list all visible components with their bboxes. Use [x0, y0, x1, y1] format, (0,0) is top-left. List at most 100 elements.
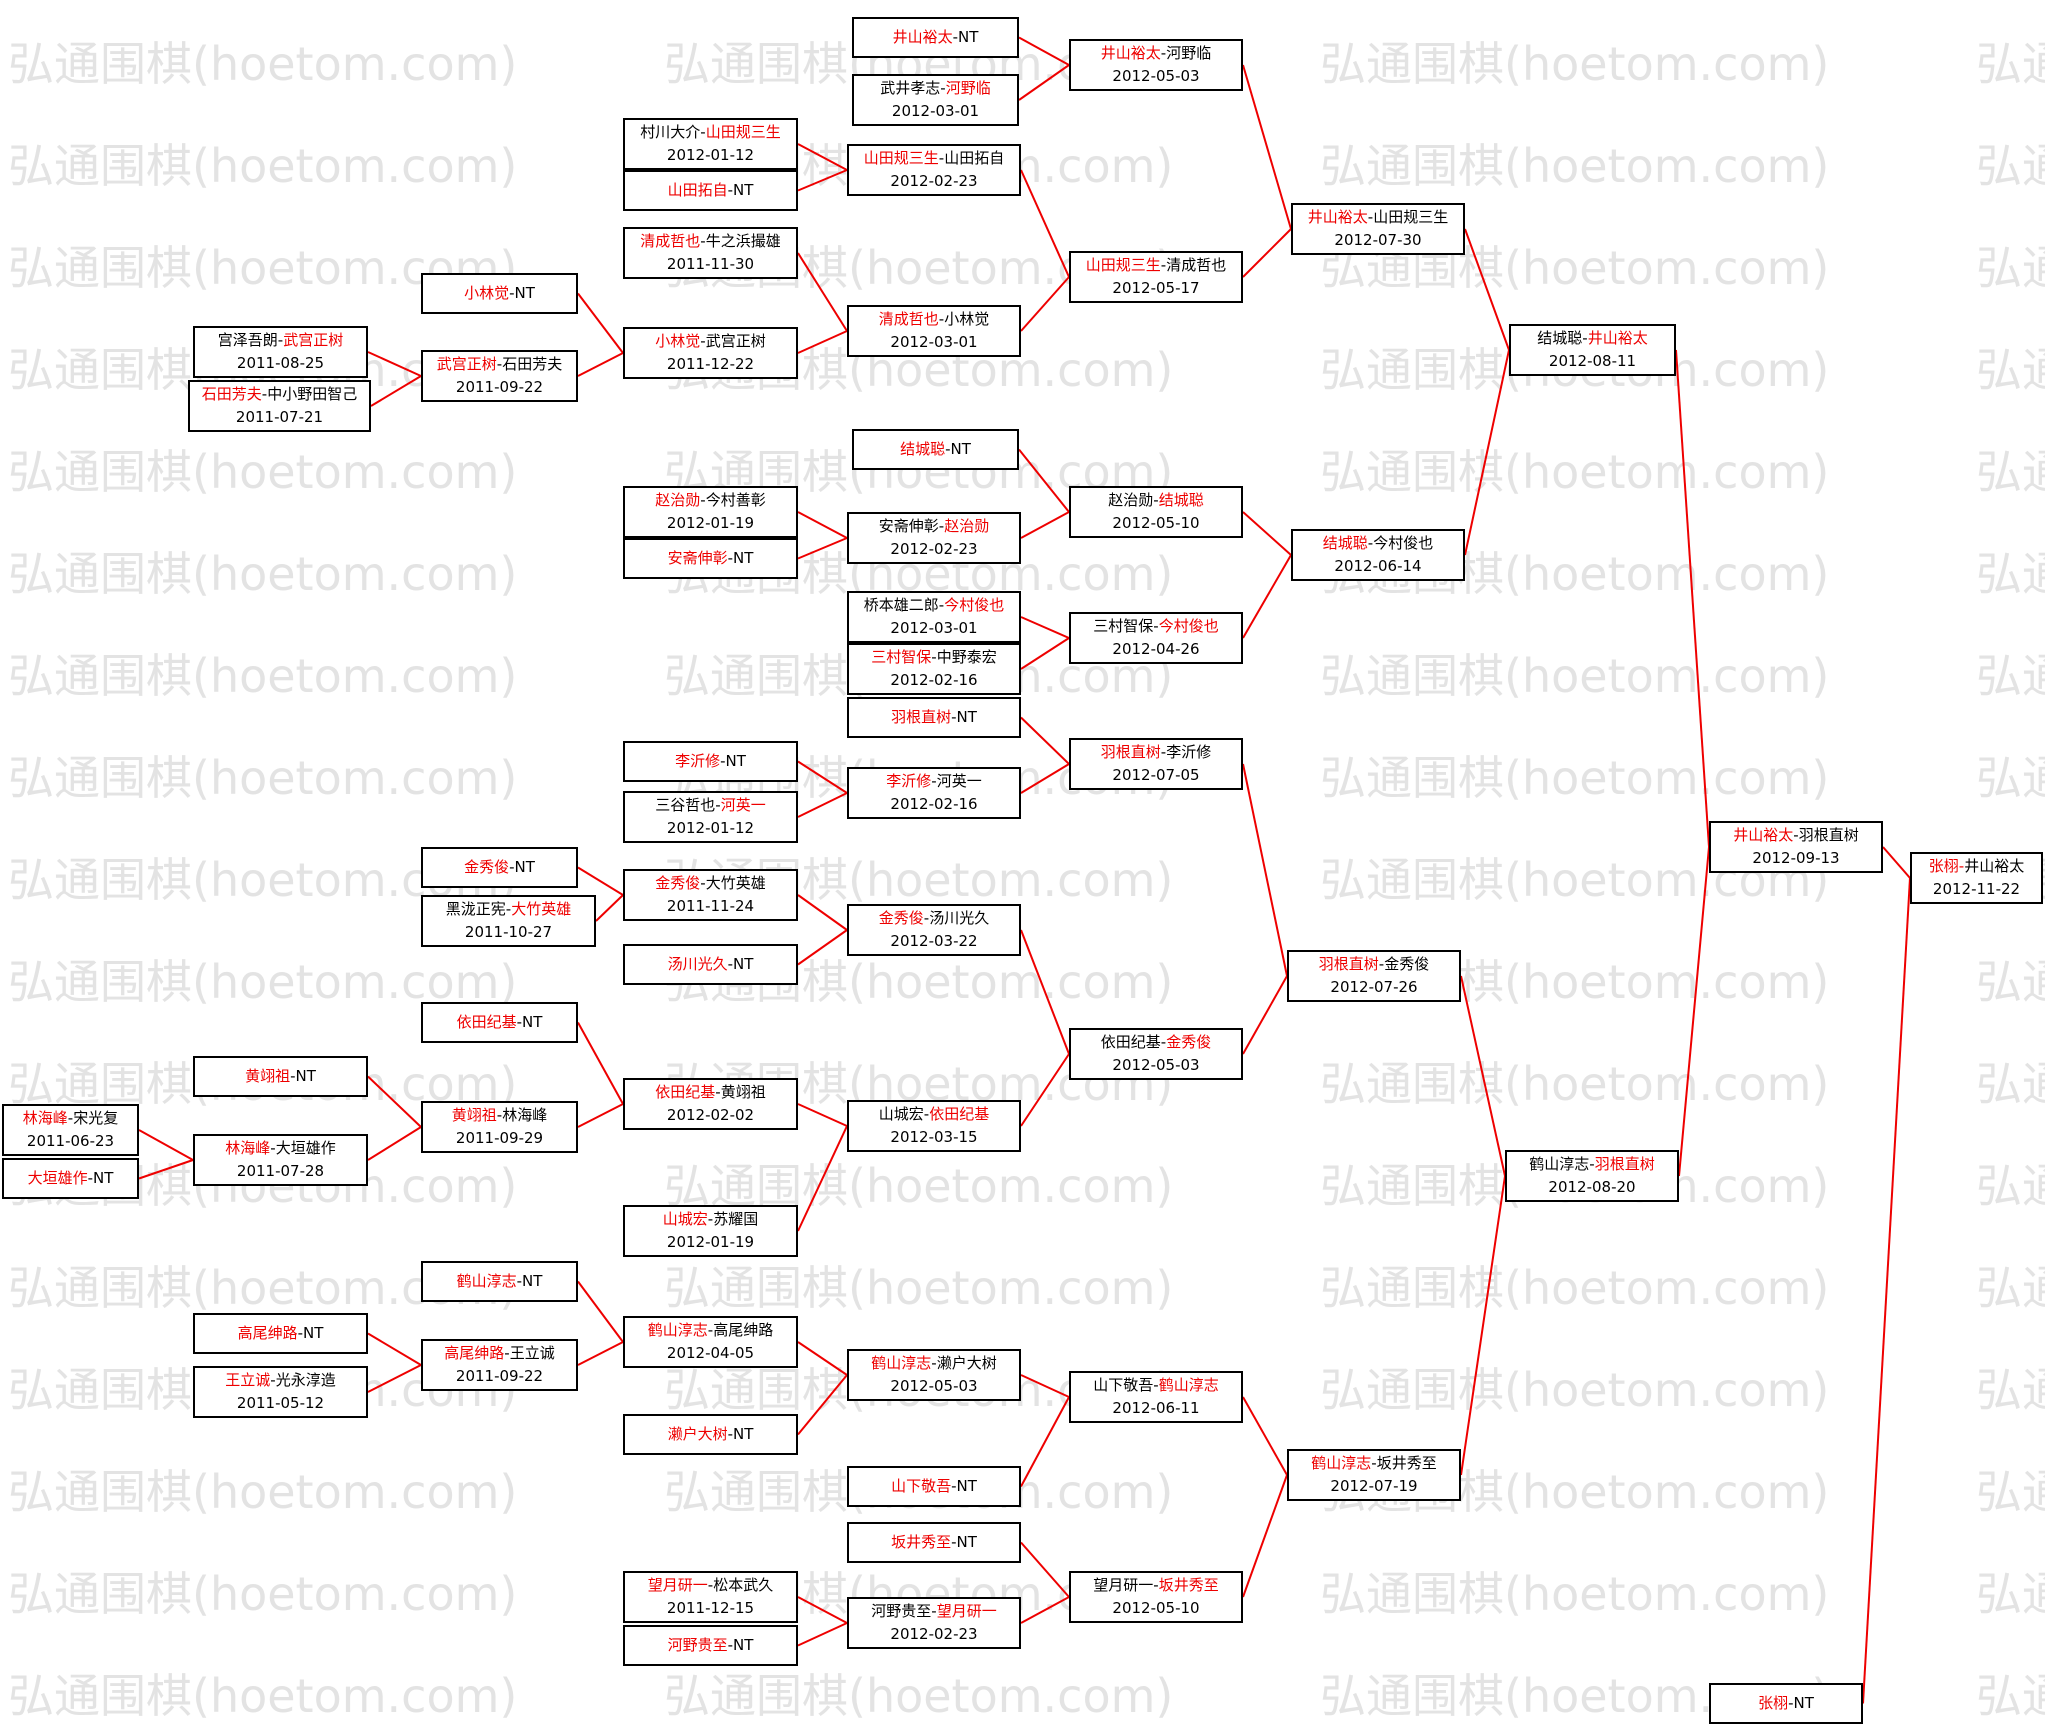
match-date: 2011-11-24	[666, 897, 755, 915]
match-title: 依田纪基-NT	[457, 1011, 543, 1034]
bracket-connector	[797, 894, 848, 931]
winner-name: 羽根直树	[1318, 955, 1379, 973]
match-title: 大垣雄作-NT	[28, 1167, 114, 1190]
match-date: 2012-02-23	[890, 1625, 978, 1643]
bracket-connector	[1020, 637, 1070, 670]
match-title: 鹤山淳志-濑户大树	[871, 1352, 996, 1375]
match-date: 2011-11-30	[666, 255, 755, 273]
match-title: 山下敬吾-鹤山淳志	[1093, 1374, 1218, 1397]
bracket-connector	[1242, 1396, 1288, 1476]
winner-name: 张栩-	[1928, 857, 1965, 875]
match-date: 2012-05-10	[1112, 514, 1200, 532]
watermark-text: 弘通围棋(hoetom.com)	[1976, 1159, 2045, 1213]
match-box: 井山裕太-NT	[852, 17, 1019, 58]
player-name: -清成哲也	[1160, 256, 1227, 274]
watermark-text: 弘通围棋(hoetom.com)	[1976, 1465, 2045, 1519]
winner-name: 李沂修	[886, 772, 932, 790]
winner-name: 今村俊也	[1158, 617, 1219, 635]
watermark-text: 弘通围棋(hoetom.com)	[8, 1669, 518, 1723]
bracket-connector	[797, 330, 848, 354]
watermark-text: 弘通围棋(hoetom.com)	[8, 547, 518, 601]
winner-name: 望月研一	[936, 1602, 997, 1620]
match-date: 2012-08-11	[1548, 352, 1637, 370]
winner-name: 山田规三生	[863, 149, 939, 167]
match-date: 2012-09-13	[1752, 849, 1840, 867]
watermark-text: 弘通围棋(hoetom.com)	[1320, 1261, 1830, 1315]
match-title: 三村智保-中野泰宏	[871, 646, 996, 669]
winner-name: 羽根直树	[1100, 743, 1161, 761]
player-name: -NT	[727, 955, 754, 973]
winner-name: 河英一	[720, 796, 766, 814]
winner-name: 金秀俊	[655, 874, 701, 892]
bracket-connector	[577, 1103, 624, 1128]
player-name: -大垣雄作	[270, 1139, 336, 1157]
player-name: -今村善彰	[700, 491, 766, 509]
match-date: 2012-06-11	[1112, 1399, 1200, 1417]
player-name: -NT	[727, 181, 754, 199]
match-date: 2011-09-29	[455, 1129, 544, 1147]
winner-name: 井山裕太	[1733, 826, 1794, 844]
match-box: 结城聪-NT	[852, 429, 1019, 470]
player-name: 望月研一-	[1093, 1576, 1159, 1594]
match-title: 望月研一-松本武久	[648, 1574, 773, 1597]
match-box: 金秀俊-汤川光久 2012-03-22	[847, 904, 1021, 956]
player-name: -NT	[720, 752, 746, 770]
match-date: 2012-01-19	[666, 514, 755, 532]
match-title: 结城聪-井山裕太	[1537, 327, 1647, 350]
player-name: -光永淳造	[270, 1371, 336, 1389]
watermark-text: 弘通围棋(hoetom.com)	[1320, 1057, 1830, 1111]
player-name: 井山裕太	[1964, 857, 2025, 875]
player-name: -山田规三生	[1367, 208, 1449, 226]
match-title: 鹤山淳志-坂井秀至	[1311, 1452, 1436, 1475]
winner-name: 鹤山淳志	[456, 1272, 517, 1290]
match-title: 山田拓自-NT	[668, 179, 754, 202]
match-date: 2012-05-03	[890, 1377, 978, 1395]
player-name: -NT	[297, 1324, 324, 1342]
match-box: 河野贵至-望月研一 2012-02-23	[847, 1597, 1021, 1649]
match-date: 2012-03-01	[890, 333, 978, 351]
match-box: 大垣雄作-NT	[2, 1158, 139, 1199]
match-title: 鹤山淳志-羽根直树	[1529, 1153, 1654, 1176]
match-title: 金秀俊-汤川光久	[879, 907, 989, 930]
player-name: -王立诚	[504, 1344, 555, 1362]
match-title: 河野贵至-望月研一	[871, 1600, 996, 1623]
bracket-connector	[1018, 64, 1070, 101]
match-title: 李沂修-NT	[675, 750, 746, 773]
winner-name: 小林觉	[464, 284, 510, 302]
player-name: -NT	[951, 708, 977, 726]
winner-name: 武宫正树	[283, 331, 344, 349]
bracket-connector	[1242, 554, 1292, 639]
match-box: 张栩-NT	[1709, 1683, 1863, 1724]
player-name: -NT	[727, 1425, 754, 1443]
winner-name: 鹤山淳志	[1311, 1454, 1372, 1472]
winner-name: 鹤山淳志	[871, 1354, 932, 1372]
match-title: 井山裕太-河野临	[1101, 42, 1211, 65]
match-title: 山田规三生-山田拓自	[864, 147, 1004, 170]
player-name: 鹤山淳志-	[1529, 1155, 1595, 1173]
winner-name: 井山裕太	[1587, 329, 1648, 347]
player-name: -NT	[290, 1067, 316, 1085]
bracket-connector	[797, 1374, 848, 1436]
bracket-connector	[1242, 228, 1292, 278]
match-date: 2012-03-22	[890, 932, 978, 950]
bracket-connector	[367, 1332, 422, 1366]
player-name: -李沂修	[1160, 743, 1212, 761]
match-date: 2012-03-01	[890, 619, 978, 637]
winner-name: 结城聪	[900, 440, 946, 458]
bracket-connector	[1018, 36, 1070, 66]
match-title: 结城聪-今村俊也	[1323, 532, 1433, 555]
match-box: 山下敬吾-鹤山淳志 2012-06-11	[1069, 1371, 1243, 1423]
winner-name: 结城聪	[1322, 534, 1368, 552]
